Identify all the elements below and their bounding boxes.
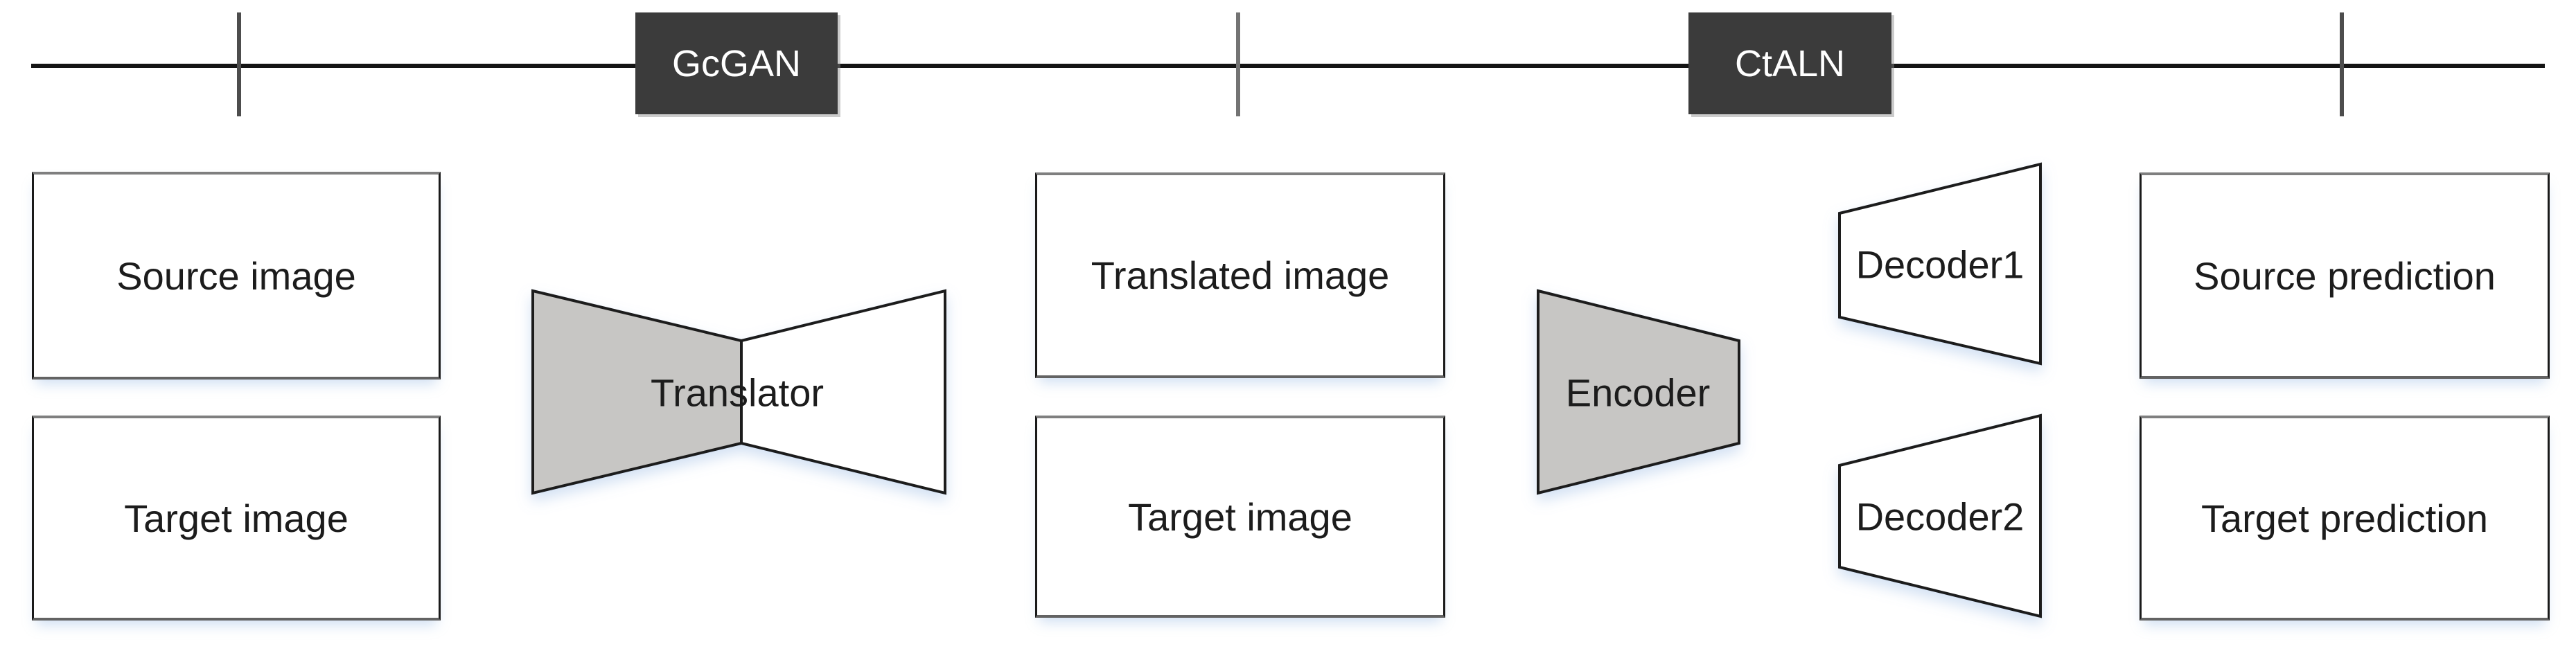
node-source-prediction-label: Source prediction: [2194, 253, 2496, 298]
node-source-image: Source image: [32, 172, 441, 380]
decoder1-label: Decoder1: [1855, 242, 2024, 287]
node-target-prediction: Target prediction: [2140, 416, 2550, 621]
node-translated-image-label: Translated image: [1091, 253, 1390, 297]
stage-badge-ctaln: CtALN: [1688, 12, 1891, 114]
decoder2-label: Decoder2: [1855, 494, 2024, 539]
node-target-image-middle: Target image: [1035, 416, 1445, 618]
translator-label: Translator: [650, 371, 824, 415]
timeline-tick-2: [1236, 12, 1240, 116]
stage-badge-gcgan: GcGAN: [635, 12, 838, 114]
timeline-tick-1: [237, 12, 241, 116]
node-translated-image: Translated image: [1035, 172, 1445, 378]
node-target-image-left-label: Target image: [124, 496, 349, 540]
node-source-image-label: Source image: [116, 253, 356, 298]
node-target-image-middle-label: Target image: [1128, 494, 1352, 539]
timeline-line: [31, 64, 2545, 68]
node-target-prediction-label: Target prediction: [2200, 496, 2488, 540]
stage-badge-gcgan-label: GcGAN: [671, 42, 802, 84]
node-target-image-left: Target image: [32, 416, 441, 621]
node-source-prediction: Source prediction: [2140, 172, 2550, 379]
encoder-label: Encoder: [1565, 371, 1711, 415]
timeline-tick-3: [2340, 12, 2344, 116]
stage-badge-ctaln-label: CtALN: [1734, 42, 1846, 84]
